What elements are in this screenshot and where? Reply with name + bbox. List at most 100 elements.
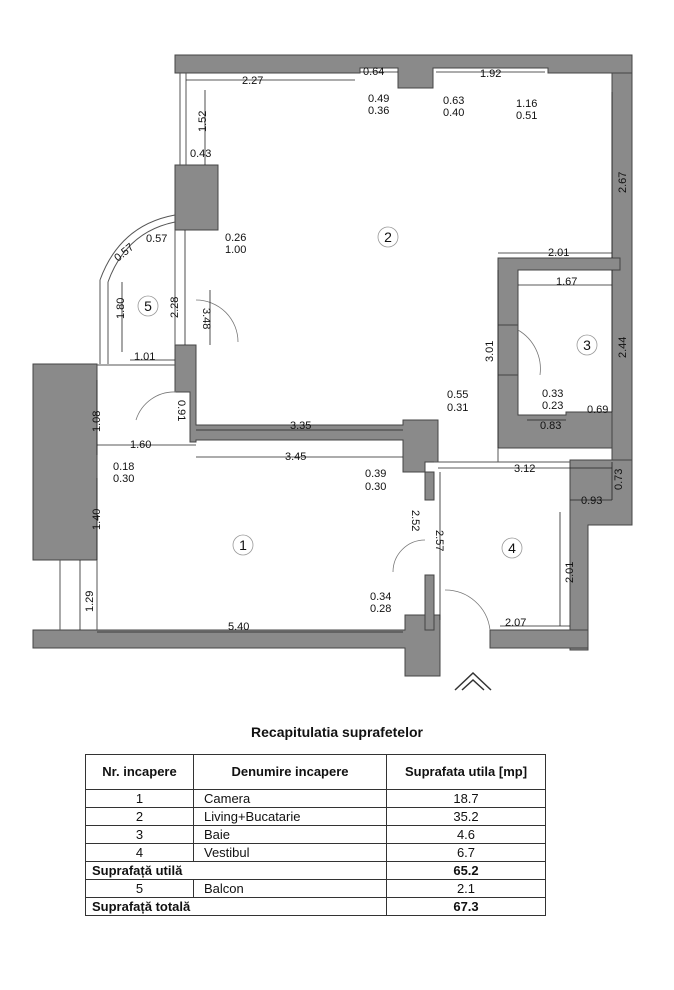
wall-right <box>611 72 633 526</box>
room-number-4: 4 <box>508 540 516 556</box>
wall-column <box>174 164 219 231</box>
cell-nr: 4 <box>85 843 194 862</box>
door-balcony <box>195 299 239 343</box>
dim-label: 1.92 <box>480 68 501 80</box>
wall-left <box>32 363 98 561</box>
table-row: 5 Balcon 2.1 <box>85 879 546 898</box>
room-number-5: 5 <box>144 298 152 314</box>
dimension-lines <box>79 71 613 633</box>
total-row: Suprafață totală 67.3 <box>85 897 546 916</box>
dim-label: 0.30 <box>365 481 386 493</box>
cell-nr: 1 <box>85 789 194 808</box>
subtotal-row: Suprafață utilă 65.2 <box>85 861 546 880</box>
dim-label: 0.91 <box>175 400 187 421</box>
dim-label: 0.23 <box>542 400 563 412</box>
dimension-labels: 2.27 0.64 1.92 0.49 0.36 0.63 0.40 1.16 … <box>84 66 629 633</box>
wall-bottom-right <box>489 629 589 649</box>
header-name: Denumire incapere <box>193 754 387 790</box>
dim-label: 2.27 <box>242 75 263 87</box>
dim-label: 3.48 <box>200 308 212 329</box>
dim-label: 1.80 <box>115 298 127 319</box>
cell-name: Camera <box>193 789 387 808</box>
dim-label: 2.67 <box>617 172 629 193</box>
dim-label: 1.00 <box>225 244 246 256</box>
table-header-row: Nr. incapere Denumire incapere Suprafata… <box>85 754 546 790</box>
dim-label: 0.36 <box>368 105 389 117</box>
cell-area: 6.7 <box>386 843 546 862</box>
dim-label: 0.93 <box>581 495 602 507</box>
dim-label: 0.34 <box>370 591 391 603</box>
door-swings <box>135 299 541 631</box>
dim-label: 1.08 <box>91 411 103 432</box>
dim-label: 0.63 <box>443 95 464 107</box>
dim-label: 1.40 <box>91 509 103 530</box>
cell-area: 2.1 <box>386 879 546 898</box>
dim-label: 0.39 <box>365 468 386 480</box>
dim-label: 0.33 <box>542 388 563 400</box>
subtotal-value: 65.2 <box>386 861 546 880</box>
dim-label: 0.30 <box>113 473 134 485</box>
wall-jamb-2 <box>424 574 435 631</box>
summary-title: Recapitulatia suprafetelor <box>251 724 423 740</box>
cell-nr: 2 <box>85 807 194 826</box>
balcony-arc-outer <box>99 214 176 281</box>
room-number-3: 3 <box>583 337 591 353</box>
dim-label: 1.16 <box>516 98 537 110</box>
dim-label: 0.55 <box>447 389 468 401</box>
dim-label: 2.01 <box>564 562 576 583</box>
dim-label: 0.31 <box>447 402 468 414</box>
balcony-lines <box>59 73 570 630</box>
cell-nr: 5 <box>85 879 194 898</box>
dim-label: 1.67 <box>556 276 577 288</box>
dim-label: 3.01 <box>484 341 496 362</box>
subtotal-label: Suprafață utilă <box>85 861 387 880</box>
room-labels: 1 2 3 4 5 <box>137 226 598 559</box>
cell-nr: 3 <box>85 825 194 844</box>
table-row: 4 Vestibul 6.7 <box>85 843 546 862</box>
cell-name: Baie <box>193 825 387 844</box>
dim-label: 0.51 <box>516 110 537 122</box>
dim-label: 1.52 <box>197 111 209 132</box>
room-number-1: 1 <box>239 537 247 553</box>
door-entrance <box>444 589 491 631</box>
area-summary-table: Nr. incapere Denumire incapere Suprafata… <box>85 754 546 916</box>
cell-area: 18.7 <box>386 789 546 808</box>
entrance-arrow-icon <box>454 671 492 691</box>
dim-label: 3.12 <box>514 463 535 475</box>
header-nr: Nr. incapere <box>85 754 194 790</box>
total-value: 67.3 <box>386 897 546 916</box>
wall-jamb-1 <box>424 471 435 501</box>
dim-label: 0.83 <box>540 420 561 432</box>
dim-label: 0.69 <box>587 404 608 416</box>
dim-label: 2.44 <box>617 337 629 358</box>
dim-label: 3.45 <box>285 451 306 463</box>
room-number-2: 2 <box>384 229 392 245</box>
cell-area: 35.2 <box>386 807 546 826</box>
dim-label: 2.28 <box>169 297 181 318</box>
door-room1 <box>135 391 177 421</box>
dim-label: 1.60 <box>130 439 151 451</box>
wall-bath-left <box>497 324 519 376</box>
dim-label: 5.40 <box>228 621 249 633</box>
dim-label: 0.64 <box>363 66 384 78</box>
cell-name: Living+Bucatarie <box>193 807 387 826</box>
dim-label: 0.18 <box>113 461 134 473</box>
dim-label: 2.52 <box>409 510 421 531</box>
dim-label: 0.73 <box>613 469 625 490</box>
table-row: 1 Camera 18.7 <box>85 789 546 808</box>
dim-label: 1.01 <box>134 351 155 363</box>
cell-name: Balcon <box>193 879 387 898</box>
dim-label: 0.43 <box>190 148 211 160</box>
dim-label: 0.40 <box>443 107 464 119</box>
cell-name: Vestibul <box>193 843 387 862</box>
header-area: Suprafata utila [mp] <box>386 754 546 790</box>
total-label: Suprafață totală <box>85 897 387 916</box>
dim-label: 0.57 <box>146 233 167 245</box>
dim-label: 2.57 <box>433 530 445 551</box>
dim-label: 0.26 <box>225 232 246 244</box>
wall-bath-bottom <box>497 374 613 449</box>
table-row: 2 Living+Bucatarie 35.2 <box>85 807 546 826</box>
wall-bottom <box>32 614 441 677</box>
table-row: 3 Baie 4.6 <box>85 825 546 844</box>
dim-label: 0.57 <box>112 241 136 264</box>
